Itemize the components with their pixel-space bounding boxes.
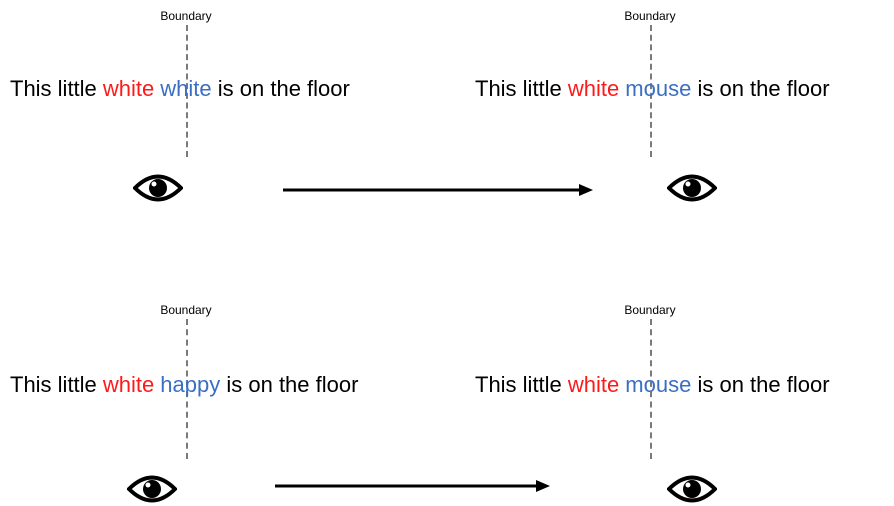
- boundary-label: Boundary: [160, 9, 212, 23]
- boundary-label: Boundary: [624, 9, 676, 23]
- fixated-word: white: [102, 76, 155, 101]
- sentence-prefix: This little: [475, 372, 562, 397]
- eye-icon: [127, 475, 177, 503]
- fixated-word: white: [567, 76, 620, 101]
- preview-word: happy: [160, 372, 221, 397]
- sentence-suffix: is on the floor: [226, 372, 359, 397]
- sentence-prefix: This little: [10, 372, 97, 397]
- sentence-prefix: This little: [475, 76, 562, 101]
- arrow-right-icon: [283, 184, 593, 196]
- target-word: mouse: [625, 372, 692, 397]
- boundary-label: Boundary: [624, 303, 676, 317]
- boundary-label: Boundary: [160, 303, 212, 317]
- preview-word: white: [160, 76, 212, 101]
- eye-icon: [667, 174, 717, 202]
- fixated-word: white: [102, 372, 155, 397]
- eye-icon: [133, 174, 183, 202]
- sentence-prefix: This little: [10, 76, 97, 101]
- sentence-suffix: is on the floor: [217, 76, 350, 101]
- eye-icon: [667, 475, 717, 503]
- fixated-word: white: [567, 372, 620, 397]
- boundary-line: [186, 25, 188, 157]
- target-word: mouse: [625, 76, 692, 101]
- arrow-right-icon: [275, 480, 550, 492]
- sentence-suffix: is on the floor: [697, 76, 830, 101]
- boundary-line: [186, 319, 188, 459]
- boundary-line: [650, 25, 652, 157]
- sentence-suffix: is on the floor: [697, 372, 830, 397]
- boundary-line: [650, 319, 652, 459]
